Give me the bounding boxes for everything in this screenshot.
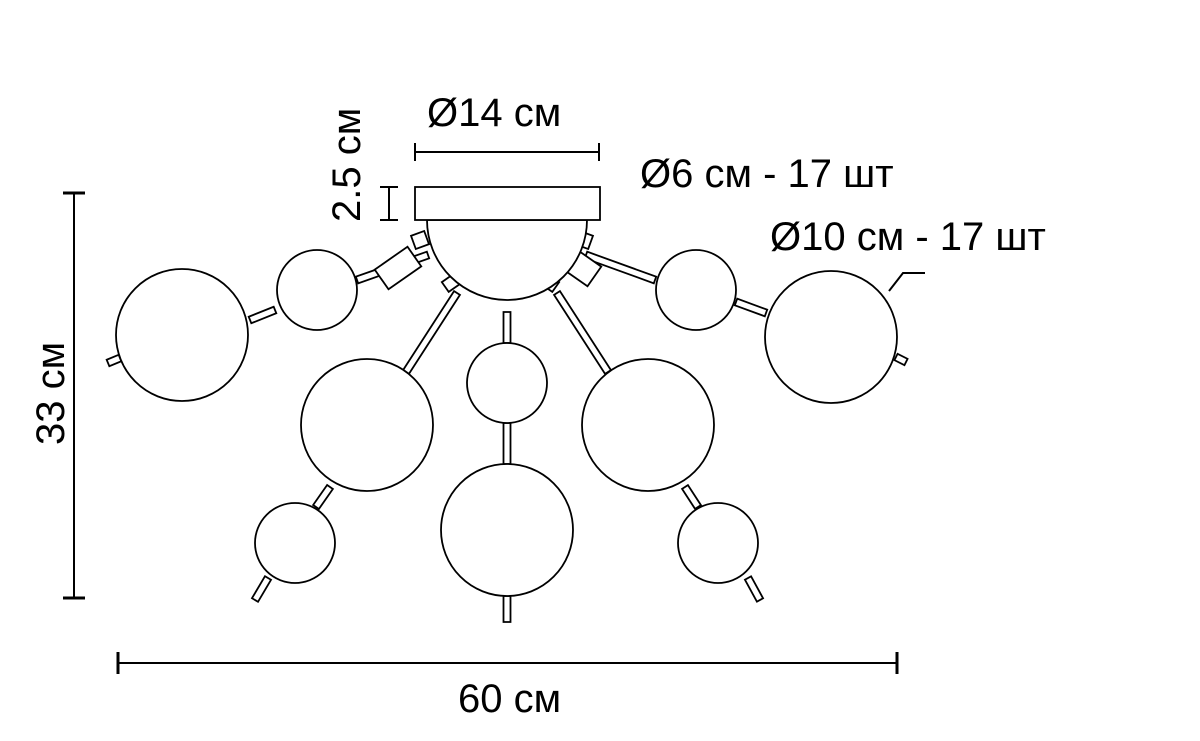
globe-leader-line (888, 272, 925, 292)
socket (409, 229, 431, 251)
rod (250, 574, 273, 604)
small-globe (276, 249, 358, 331)
canopy-height-label: 2.5 см (325, 108, 369, 222)
large-globe-label: Ø10 см - 17 шт (770, 215, 1046, 259)
rod (247, 305, 278, 325)
large-globe (440, 463, 574, 597)
rod (552, 289, 613, 376)
rod (893, 352, 909, 367)
small-globe (677, 502, 759, 584)
rod (733, 297, 769, 318)
rod (583, 250, 658, 285)
rod (311, 483, 335, 511)
large-globe (764, 270, 898, 404)
rod (502, 311, 512, 344)
globes-group (115, 249, 898, 597)
total-width-label: 60 см (458, 677, 561, 721)
small-globe (655, 249, 737, 331)
canopy-diameter-label: Ø14 см (427, 91, 561, 135)
dimension-lines (63, 143, 925, 674)
ceiling-canopy (414, 186, 601, 221)
small-globe (254, 502, 336, 584)
small-globe (466, 342, 548, 424)
large-globe (581, 358, 715, 492)
small-globe-label: Ø6 см - 17 шт (640, 152, 894, 196)
large-globe (300, 358, 434, 492)
rod (401, 289, 462, 376)
canopy-dome (426, 219, 588, 301)
socket (373, 245, 423, 291)
total-height-label: 33 см (29, 342, 73, 445)
rod (680, 483, 703, 511)
rod (502, 595, 512, 623)
large-globe (115, 268, 249, 402)
rod (743, 575, 765, 603)
rod (502, 422, 512, 465)
